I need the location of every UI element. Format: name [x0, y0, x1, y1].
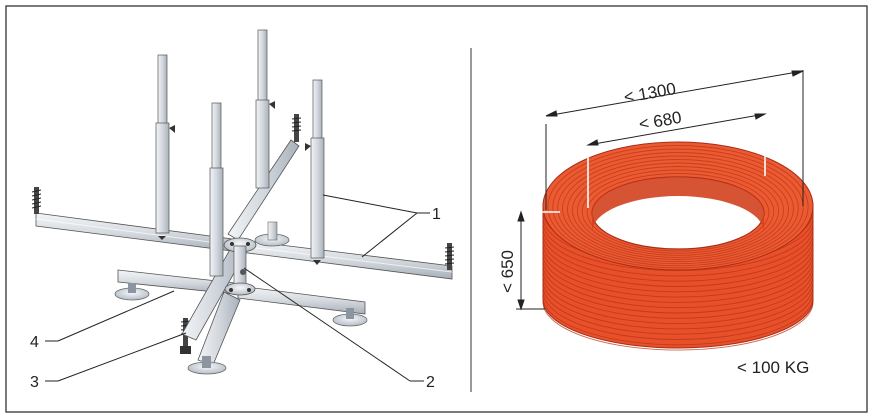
- coil-winding-line: [542, 270, 814, 319]
- coil-top-ring: [552, 148, 804, 267]
- callout-leaders: [45, 194, 430, 382]
- coil-winding-line: [542, 249, 814, 298]
- post-front-center: [209, 102, 224, 277]
- callout-label-4: 4: [30, 334, 39, 351]
- coil-winding-line: [542, 296, 814, 346]
- callout-label-3: 3: [30, 374, 39, 391]
- coil-winding-line: [542, 275, 814, 325]
- central-spindle: [223, 237, 257, 296]
- coil-winding-line: [542, 286, 814, 335]
- base-bar-right: [237, 285, 368, 327]
- base-bar-front: [187, 291, 241, 375]
- weight-label: < 100 KG: [737, 358, 809, 377]
- coil-winding-line: [542, 254, 814, 303]
- coil-top-ring: [557, 152, 799, 265]
- callout-label-1: 1: [432, 206, 441, 223]
- post-back-left: [155, 54, 175, 240]
- uncoiling-stand-illustration: [31, 29, 455, 382]
- coil-winding-line: [542, 233, 814, 282]
- coil-winding-line: [542, 280, 814, 330]
- base-bar-left: [114, 269, 236, 301]
- coil-winding-line: [542, 291, 814, 340]
- coil-winding-line: [542, 222, 814, 272]
- coil-top-ring: [547, 145, 809, 269]
- coil-inner-wall: [592, 177, 764, 232]
- dimension-lines: [516, 70, 804, 311]
- base-plate-back: [254, 221, 290, 247]
- post-back-center: [255, 29, 275, 189]
- coil-top-ring: [576, 166, 780, 256]
- coil-top-ring: [567, 159, 789, 260]
- dimension-height: < 650: [498, 250, 517, 293]
- arm-back-left: [31, 187, 241, 253]
- coil-winding-line: [542, 238, 814, 287]
- coil-winding-line: [542, 259, 814, 309]
- post-back-right: [305, 79, 325, 265]
- outer-border: [5, 5, 868, 413]
- coil-top-ring: [586, 173, 770, 252]
- callout-label-2: 2: [426, 374, 435, 391]
- dimension-outer-width: < 1300: [622, 79, 677, 107]
- coil-winding-line: [542, 243, 814, 293]
- coil-top-ring: [581, 169, 775, 254]
- coil-top-ring: [571, 162, 785, 258]
- coil-winding-line: [542, 302, 814, 351]
- coil-top-rings: [547, 145, 809, 269]
- coil-winding-line: [542, 227, 814, 277]
- coil-winding-line: [542, 264, 814, 314]
- cable-coil-illustration: [542, 141, 814, 351]
- coil-top-ring: [562, 155, 794, 263]
